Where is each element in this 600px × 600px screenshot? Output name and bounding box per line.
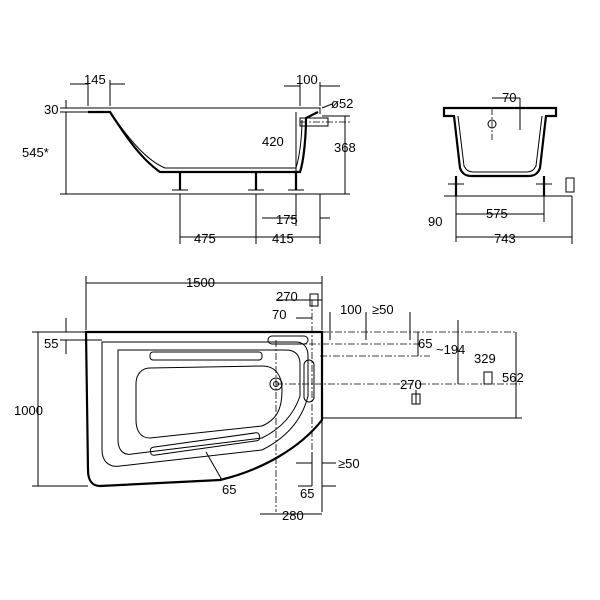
dim-70: 70 bbox=[502, 90, 516, 105]
dim-270-mid: 270 bbox=[400, 377, 422, 392]
dim-100: 100 bbox=[296, 72, 318, 87]
plan-armrest bbox=[149, 432, 261, 456]
dim-420: 420 bbox=[262, 134, 284, 149]
plan-inner-basin bbox=[101, 341, 309, 467]
end-tub-inner bbox=[457, 115, 543, 173]
tub-rim bbox=[88, 107, 321, 114]
plan-bottom bbox=[135, 365, 283, 439]
marker-270-top bbox=[309, 293, 319, 307]
dim-575: 575 bbox=[486, 206, 508, 221]
dim-50-bottom: ≥50 bbox=[338, 456, 360, 471]
plan-headrest bbox=[149, 351, 263, 361]
end-foot-box bbox=[565, 177, 575, 193]
dim-50-top: ≥50 bbox=[372, 302, 394, 317]
plan-inner-basin-2 bbox=[117, 349, 301, 455]
dim-562: 562 bbox=[502, 370, 524, 385]
dim-30: 30 bbox=[44, 102, 58, 117]
dim-329: 329 bbox=[474, 351, 496, 366]
dim-743: 743 bbox=[494, 231, 516, 246]
dim-145: 145 bbox=[84, 72, 106, 87]
marker-270-mid bbox=[411, 393, 421, 405]
dim-100-plan: 100 bbox=[340, 302, 362, 317]
plan-overflow-side bbox=[303, 359, 315, 403]
dim-70-plan: 70 bbox=[272, 307, 286, 322]
end-tub-outline bbox=[442, 106, 558, 178]
tub-profile-outer bbox=[88, 110, 319, 174]
dim-55: 55 bbox=[44, 336, 58, 351]
dim-175: 175 bbox=[276, 212, 298, 227]
marker-329 bbox=[483, 371, 493, 385]
plan-view: 1500 270 70 100 ≥50 55 1000 65 ~194 329 bbox=[14, 275, 524, 523]
dim-90: 90 bbox=[428, 214, 442, 229]
end-view: 70 90 575 743 bbox=[428, 90, 575, 246]
dim-65-bottom-left: 65 bbox=[222, 482, 236, 497]
dim-65-right: 65 bbox=[418, 336, 432, 351]
dim-415: 415 bbox=[272, 231, 294, 246]
plan-outer-outline bbox=[84, 330, 324, 488]
dim-52-leader bbox=[321, 103, 333, 109]
dim-194: ~194 bbox=[436, 342, 465, 357]
dim-65-bottom: 65 bbox=[300, 486, 314, 501]
dim-475: 475 bbox=[194, 231, 216, 246]
plan-overflow-top bbox=[267, 335, 309, 345]
dim-270-top: 270 bbox=[276, 289, 298, 304]
dim-1000: 1000 bbox=[14, 403, 43, 418]
dim-368: 368 bbox=[334, 140, 356, 155]
dim-545: 545* bbox=[22, 145, 49, 160]
dim-52: ø52 bbox=[331, 96, 353, 111]
dim-65-leader bbox=[205, 451, 223, 481]
tub-profile-inner bbox=[111, 114, 303, 169]
dim-1500: 1500 bbox=[186, 275, 215, 290]
side-view: 145 100 30 545* ø52 420 368 17 bbox=[22, 72, 356, 246]
dim-280: 280 bbox=[282, 508, 304, 523]
